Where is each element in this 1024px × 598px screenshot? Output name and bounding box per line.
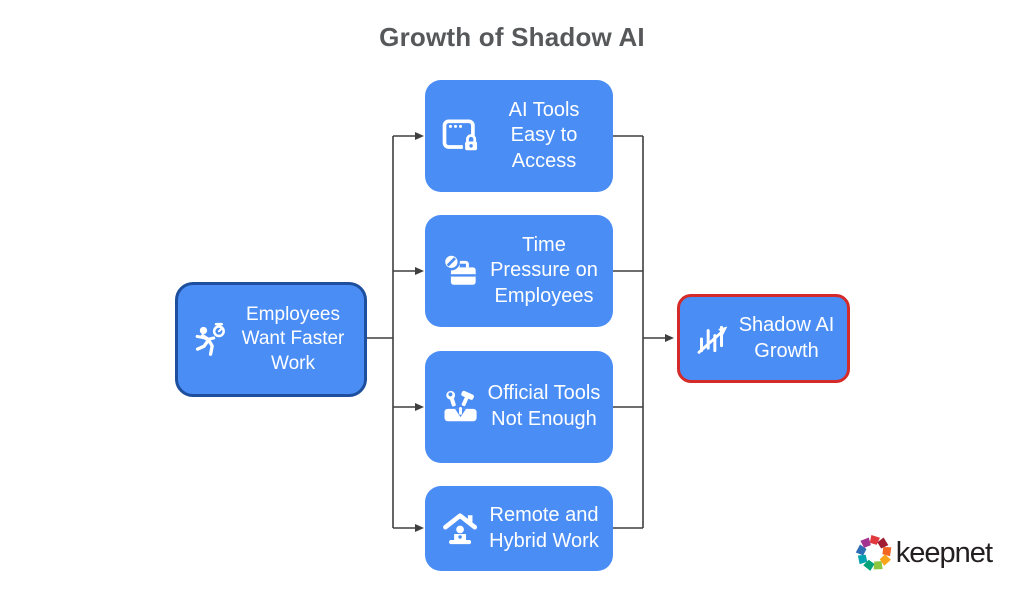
home-office-icon <box>439 507 483 551</box>
node-label: Official Tools Not Enough <box>487 382 601 430</box>
runner-stopwatch-icon <box>192 321 230 359</box>
node-label: Remote and Hybrid Work <box>489 503 599 552</box>
logo-text: keepnet <box>895 536 993 569</box>
toolbox-icon <box>439 385 483 429</box>
node-label: Employees Want Faster Work <box>241 304 345 374</box>
keepnet-logo: keepnet <box>855 534 993 572</box>
briefcase-clock-icon <box>439 249 483 293</box>
node-remote-and-hybrid-work: Remote and Hybrid Work <box>425 486 613 571</box>
node-label: Shadow AI Growth <box>738 313 835 362</box>
node-ai-tools-easy-to-access: AI Tools Easy to Access <box>425 80 613 192</box>
node-shadow-ai-growth: Shadow AI Growth <box>677 294 850 383</box>
node-label: Time Pressure on Employees <box>490 233 598 307</box>
keepnet-aperture-icon <box>855 534 893 572</box>
node-time-pressure-on-employees: Time Pressure on Employees <box>425 215 613 327</box>
node-official-tools-not-enough: Official Tools Not Enough <box>425 351 613 463</box>
browser-lock-icon <box>439 114 483 158</box>
node-label: AI Tools Easy to Access <box>508 98 580 172</box>
page-title: Growth of Shadow AI <box>379 22 645 52</box>
node-employees-want-faster-work: Employees Want Faster Work <box>175 282 367 397</box>
growth-chart-icon <box>694 319 734 359</box>
